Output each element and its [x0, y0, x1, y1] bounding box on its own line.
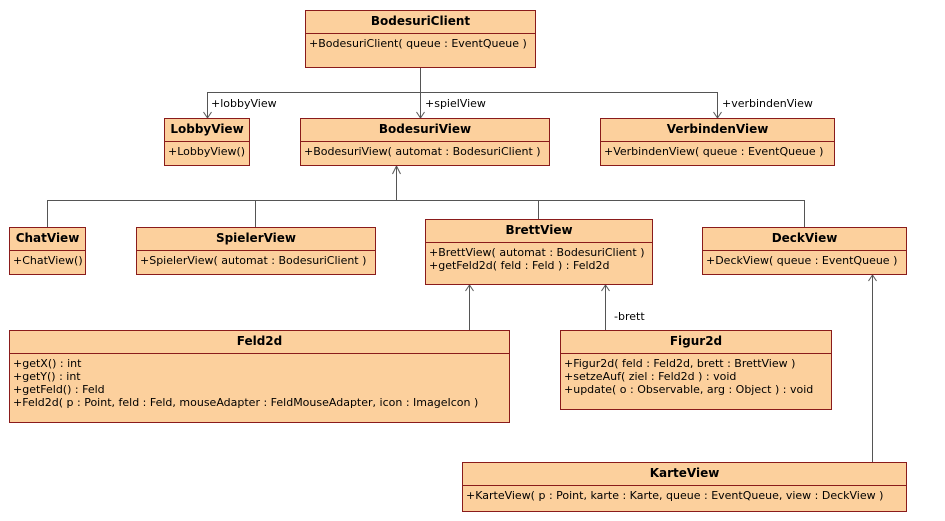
class-name: SpielerView	[137, 228, 375, 251]
class-brett-view: BrettView +BrettView( automat : Bodesuri…	[425, 219, 653, 285]
class-spieler-view: SpielerView +SpielerView( automat : Bode…	[136, 227, 376, 275]
operation: +DeckView( queue : EventQueue )	[706, 254, 898, 267]
class-verbinden-view: VerbindenView +VerbindenView( queue : Ev…	[600, 118, 835, 166]
association-lobbyview	[207, 68, 421, 118]
class-feld2d: Feld2d +getX() : int +getY() : int +getF…	[9, 330, 510, 423]
class-karte-view: KarteView +KarteView( p : Point, karte :…	[462, 462, 907, 512]
operation: +getY() : int	[13, 370, 81, 383]
association-verbindenview	[420, 92, 718, 118]
arrow-head	[601, 284, 610, 292]
operation: +BodesuriView( automat : BodesuriClient …	[304, 145, 541, 158]
operation: +BodesuriClient( queue : EventQueue )	[309, 37, 527, 50]
operations: +ChatView()	[10, 251, 85, 270]
class-name: ChatView	[10, 228, 85, 251]
class-name: KarteView	[463, 463, 906, 486]
operation: +VerbindenView( queue : EventQueue )	[604, 145, 824, 158]
operations: +BodesuriClient( queue : EventQueue )	[306, 34, 535, 53]
operations: +BrettView( automat : BodesuriClient ) +…	[426, 243, 652, 275]
operations: +BodesuriView( automat : BodesuriClient …	[301, 142, 549, 161]
class-name: BodesuriView	[301, 119, 549, 142]
class-figur2d: Figur2d +Figur2d( feld : Feld2d, brett :…	[560, 330, 832, 410]
operation: +getFeld2d( feld : Feld ) : Feld2d	[429, 259, 610, 272]
operation: +setzeAuf( ziel : Feld2d ) : void	[564, 370, 737, 383]
class-bodesuri-view: BodesuriView +BodesuriView( automat : Bo…	[300, 118, 550, 166]
operations: +KarteView( p : Point, karte : Karte, qu…	[463, 486, 906, 505]
arrow-head	[868, 274, 877, 282]
class-name: BrettView	[426, 220, 652, 243]
operation: +SpielerView( automat : BodesuriClient )	[140, 254, 367, 267]
operations: +Figur2d( feld : Feld2d, brett : BrettVi…	[561, 354, 831, 399]
class-name: Feld2d	[10, 331, 509, 354]
class-lobby-view: LobbyView +LobbyView()	[164, 118, 250, 166]
operation: +ChatView()	[13, 254, 83, 267]
operation: +update( o : Observable, arg : Object ) …	[564, 383, 814, 396]
operation: +Figur2d( feld : Feld2d, brett : BrettVi…	[564, 357, 796, 370]
class-name: LobbyView	[165, 119, 249, 142]
generalization-tree	[47, 166, 805, 227]
class-name: VerbindenView	[601, 119, 834, 142]
operations: +LobbyView()	[165, 142, 249, 161]
class-bodesuri-client: BodesuriClient +BodesuriClient( queue : …	[305, 10, 536, 68]
operation: +BrettView( automat : BodesuriClient )	[429, 246, 645, 259]
role-label-verbinden-view: +verbindenView	[722, 97, 813, 110]
arrow-head	[465, 284, 474, 292]
operation: +getFeld() : Feld	[13, 383, 105, 396]
class-name: DeckView	[703, 228, 906, 251]
role-label-brett: -brett	[614, 310, 645, 323]
class-name: BodesuriClient	[306, 11, 535, 34]
class-chat-view: ChatView +ChatView()	[9, 227, 86, 275]
operations: +VerbindenView( queue : EventQueue )	[601, 142, 834, 161]
class-deck-view: DeckView +DeckView( queue : EventQueue )	[702, 227, 907, 275]
generalization-arrow-head	[392, 164, 401, 175]
operations: +SpielerView( automat : BodesuriClient )	[137, 251, 375, 270]
operation: +getX() : int	[13, 357, 82, 370]
operations: +getX() : int +getY() : int +getFeld() :…	[10, 354, 509, 412]
class-name: Figur2d	[561, 331, 831, 354]
operations: +DeckView( queue : EventQueue )	[703, 251, 906, 270]
operation: +LobbyView()	[168, 145, 246, 158]
role-label-spiel-view: +spielView	[425, 97, 486, 110]
operation: +KarteView( p : Point, karte : Karte, qu…	[466, 489, 884, 502]
operation: +Feld2d( p : Point, feld : Feld, mouseAd…	[13, 396, 479, 409]
role-label-lobby-view: +lobbyView	[211, 97, 277, 110]
